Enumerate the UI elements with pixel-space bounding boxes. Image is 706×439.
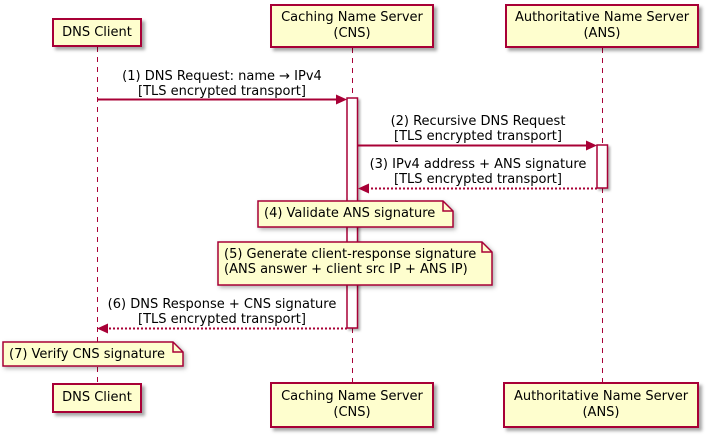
- participant-bottom-cns: Caching Name Server (CNS): [270, 382, 434, 428]
- message-2-line2: [TLS encrypted transport]: [394, 129, 562, 144]
- note-4-fold-icon: [442, 201, 453, 212]
- message-6-line2: [TLS encrypted transport]: [138, 312, 306, 327]
- message-3-label: (3) IPv4 address + ANS signature [TLS en…: [353, 157, 603, 187]
- message-3-line2: [TLS encrypted transport]: [394, 172, 562, 187]
- participant-label: Caching Name Server: [281, 389, 423, 404]
- note-7-fold-icon: [172, 342, 183, 353]
- participant-label: Authoritative Name Server: [513, 389, 689, 404]
- message-1-line1: (1) DNS Request: name → IPv4: [122, 69, 322, 84]
- participant-label: Authoritative Name Server: [514, 10, 690, 25]
- message-1-line2: [TLS encrypted transport]: [138, 84, 306, 99]
- participant-top-cns: Caching Name Server (CNS): [270, 4, 434, 48]
- participant-abbr: (CNS): [333, 405, 371, 420]
- message-6-arrowhead-icon: [97, 323, 108, 334]
- note-4-shape: [257, 200, 454, 228]
- message-1-arrowhead-icon: [336, 94, 347, 105]
- participant-top-dns-client: DNS Client: [52, 18, 142, 47]
- message-6-label: (6) DNS Response + CNS signature [TLS en…: [97, 297, 347, 327]
- note-7-shape: [2, 341, 184, 367]
- note-4-text: (4) Validate ANS signature: [264, 206, 436, 221]
- note-5-line1: (5) Generate client-response signature: [224, 247, 477, 262]
- message-3-arrowhead-icon: [358, 183, 369, 194]
- participant-bottom-ans: Authoritative Name Server (ANS): [503, 382, 699, 428]
- note-5-text: (5) Generate client-response signature (…: [218, 247, 492, 277]
- message-2-line1: (2) Recursive DNS Request: [390, 114, 566, 129]
- participant-abbr: (ANS): [582, 405, 620, 420]
- message-3-line1: (3) IPv4 address + ANS signature: [369, 157, 587, 172]
- participant-label: DNS Client: [62, 390, 132, 405]
- note-5-fold-icon: [481, 242, 492, 253]
- activation-bar-ans: [596, 144, 609, 189]
- participant-label: Caching Name Server: [281, 10, 423, 25]
- note-5-shape: [217, 241, 493, 286]
- message-1-label: (1) DNS Request: name → IPv4 [TLS encryp…: [97, 69, 347, 99]
- participant-abbr: (ANS): [583, 26, 621, 41]
- participant-label: DNS Client: [62, 24, 132, 40]
- note-5-line2: (ANS answer + client src IP + ANS IP): [224, 262, 468, 277]
- message-2-label: (2) Recursive DNS Request [TLS encrypted…: [353, 114, 603, 144]
- participant-top-ans: Authoritative Name Server (ANS): [505, 4, 699, 48]
- participant-bottom-dns-client: DNS Client: [52, 383, 142, 413]
- message-2-arrowhead-icon: [586, 140, 597, 151]
- participant-abbr: (CNS): [333, 26, 371, 41]
- message-6-line1: (6) DNS Response + CNS signature: [107, 297, 337, 312]
- note-7-text: (7) Verify CNS signature: [9, 347, 165, 362]
